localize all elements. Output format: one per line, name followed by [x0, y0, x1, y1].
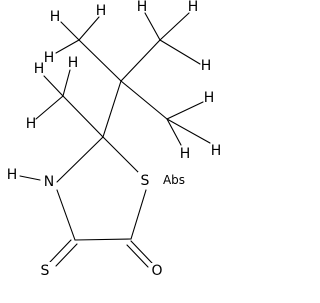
bond-me3-h2: [166, 118, 211, 144]
bond-c4-c5: [74, 238, 132, 241]
bond-ch3-h3: [62, 69, 71, 97]
nitrogen-hydrogen: H: [7, 167, 18, 183]
n-bg: [42, 174, 56, 190]
bond-c4-s-thione-b: [55, 243, 78, 267]
hydrogen-atom: H: [180, 146, 191, 162]
abs-label: Abs: [163, 173, 185, 187]
bond-n-c4: [56, 189, 76, 241]
bond-ch3-h1: [43, 75, 64, 97]
hydrogen-atom: H: [44, 50, 55, 66]
bond-cq-me2: [78, 39, 122, 82]
bond-c5-o-b: [126, 244, 149, 268]
hydrogen-atom: H: [96, 3, 107, 19]
double-bonds: [49, 239, 153, 268]
bond-c2-s: [102, 136, 139, 173]
bond-c2-ch3: [62, 95, 104, 138]
bond-me3-h1: [166, 101, 204, 120]
bond-me3-h3: [166, 118, 182, 146]
atom-labels: N H S Abs S O H H H H H H H H H H H H: [7, 0, 222, 279]
bond-c5-o-a: [130, 240, 153, 264]
bond-ch3-h2: [35, 95, 64, 120]
bond-cq-me1: [120, 39, 161, 82]
bond-me1-h2: [159, 12, 190, 41]
bond-me2-h2: [55, 39, 80, 54]
s-ring-bg: [138, 172, 152, 189]
hydrogen-atom: H: [204, 90, 215, 106]
bond-s-c5: [130, 189, 147, 240]
hydrogen-atom: H: [68, 55, 79, 71]
hydrogen-atom: H: [137, 0, 148, 15]
oxygen-atom: O: [151, 263, 162, 279]
nitrogen-atom: N: [44, 174, 54, 190]
bond-n-h: [19, 175, 41, 181]
sulfur-ring-atom: S: [141, 173, 150, 189]
bond-me2-h3: [78, 16, 100, 41]
hydrogen-atom: H: [26, 116, 37, 132]
bond-c2-cq: [102, 80, 122, 138]
bond-c2-n: [56, 136, 104, 183]
bond-cq-me3: [120, 80, 168, 120]
hydrogen-atom: H: [34, 61, 45, 77]
bond-me2-h1: [60, 21, 80, 41]
methyl-c2: [35, 69, 104, 138]
ring-bonds: [56, 136, 147, 241]
bond-me1-h1: [144, 12, 161, 41]
hydrogen-atom: H: [201, 58, 212, 74]
hydrogen-atom: H: [188, 0, 199, 15]
hydrogen-atom: H: [211, 143, 222, 159]
s-thione-bg: [38, 262, 52, 278]
bond-c4-s-thione-a: [49, 239, 72, 263]
bond-me1-h3: [159, 39, 201, 65]
tert-butyl: [55, 12, 211, 146]
hydrogen-atom: H: [50, 9, 61, 25]
sulfur-thione-atom: S: [41, 263, 50, 279]
molecule-diagram: N H S Abs S O H H H H H H H H H H H H: [7, 0, 222, 279]
o-bg: [150, 263, 164, 279]
